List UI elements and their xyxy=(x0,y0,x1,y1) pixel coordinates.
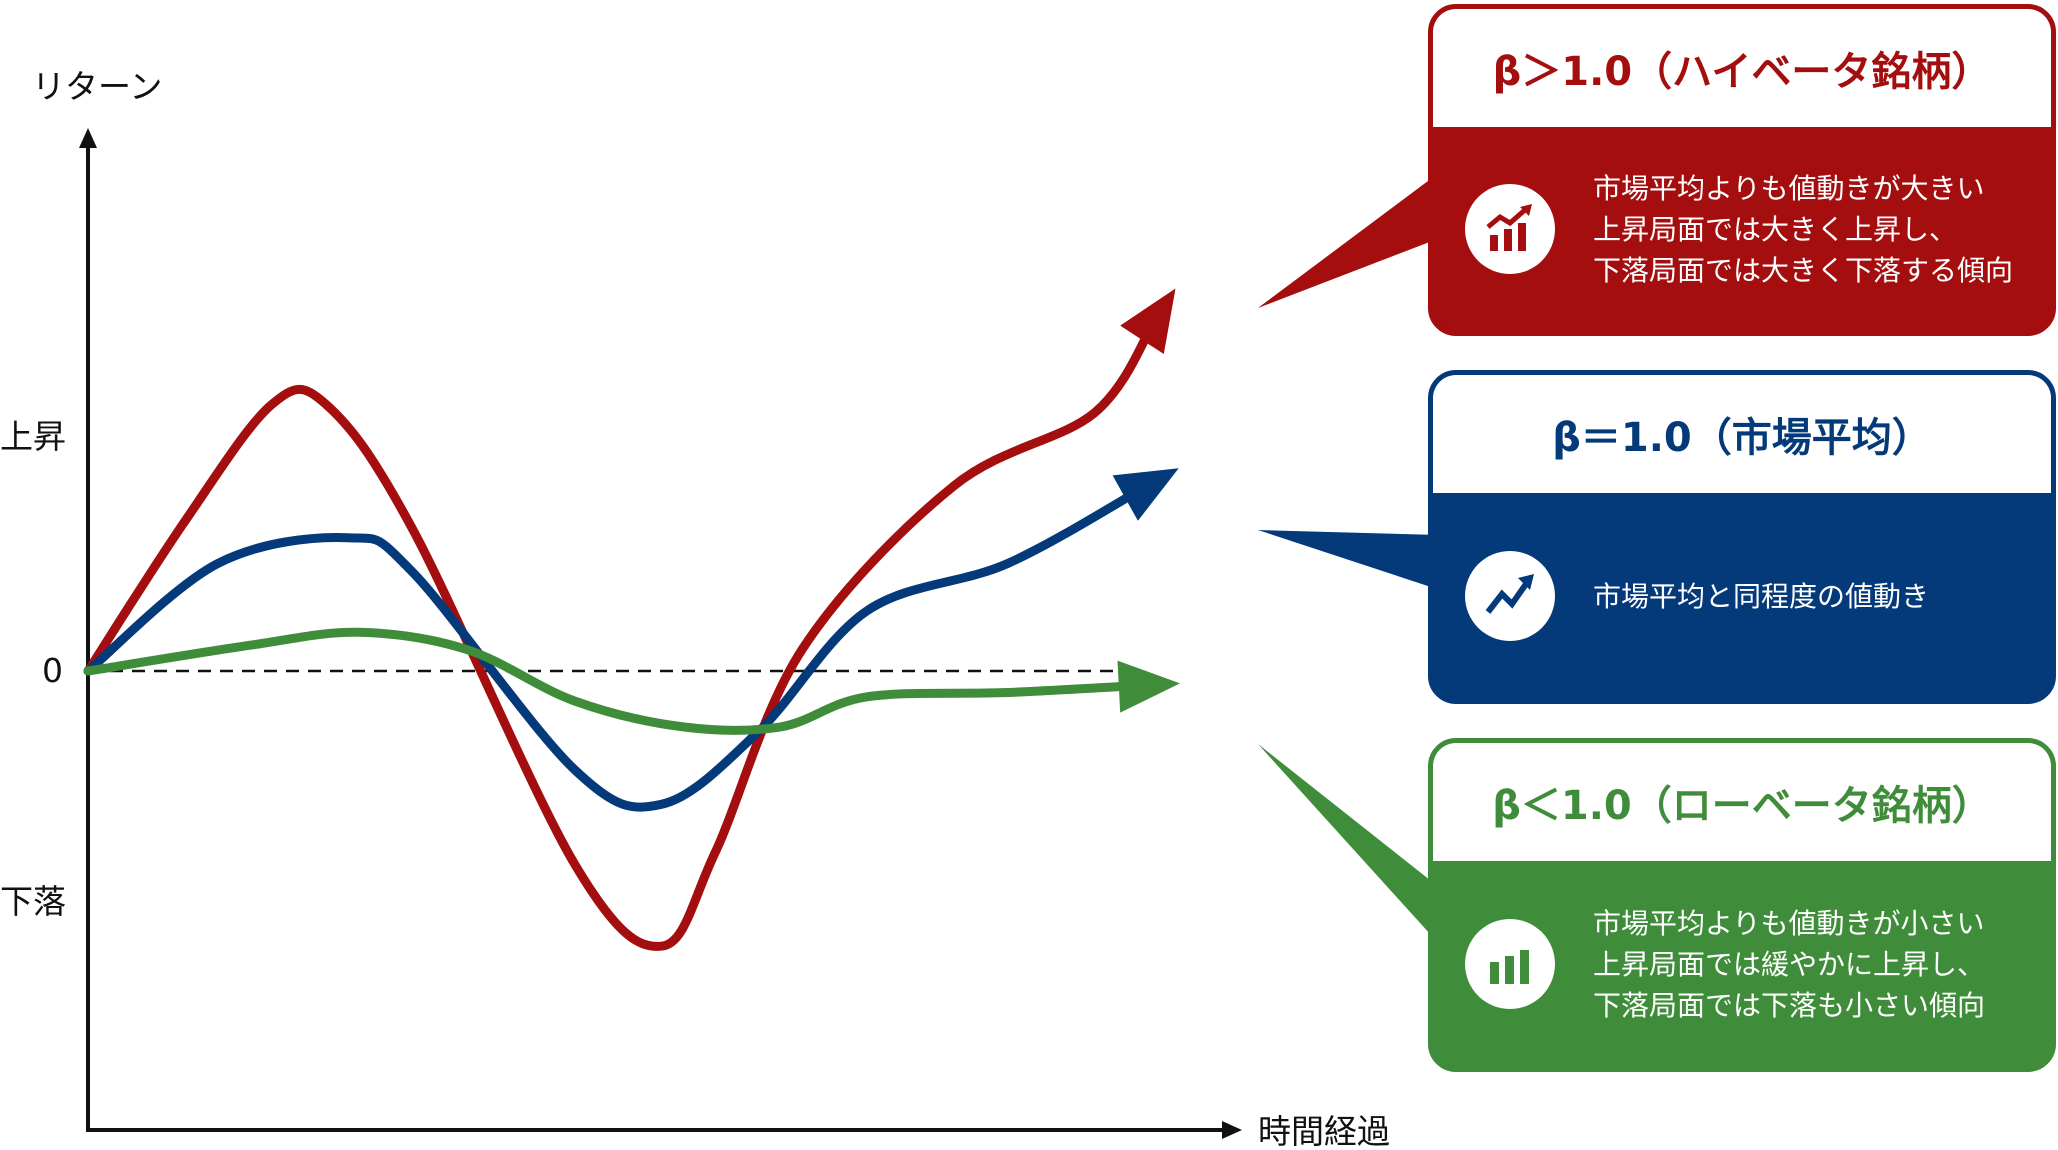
series-line-low-beta xyxy=(83,627,1148,735)
trend-up-icon xyxy=(1465,551,1555,641)
series-line-market-average xyxy=(83,481,1151,812)
description-line: 市場平均よりも値動きが大きい xyxy=(1593,171,1985,205)
series-layer xyxy=(83,288,1180,951)
legend-card-body-avg: 市場平均と同程度の値動き xyxy=(1433,493,2051,699)
legend-card-title-high: β＞1.0（ハイベータ銘柄） xyxy=(1433,9,2051,127)
series-arrowhead-low-beta-icon xyxy=(1117,660,1180,713)
legend-card-low: β＜1.0（ローベータ銘柄） 市場平均よりも値動きが小さい上昇局面では緩やかに上昇… xyxy=(1428,738,2056,1072)
legend-card-body-low: 市場平均よりも値動きが小さい上昇局面では緩やかに上昇し、下落局面では下落も小さい… xyxy=(1433,861,2051,1067)
legend-card-body-high: 市場平均よりも値動きが大きい上昇局面では大きく上昇し、下落局面では大きく下落する… xyxy=(1433,127,2051,331)
y-tick-zero: 0 xyxy=(42,651,63,690)
bar-chart-icon xyxy=(1465,919,1555,1009)
pointer-layer xyxy=(1258,172,1440,945)
callout-pointer-high xyxy=(1258,172,1440,308)
axes: リターン 時間経過 上昇 0 下落 xyxy=(0,67,1390,1150)
legend-card-description-high: 市場平均よりも値動きが大きい上昇局面では大きく上昇し、下落局面では大きく下落する… xyxy=(1593,168,2013,291)
legend-card-high: β＞1.0（ハイベータ銘柄） 市場平均よりも値動きが大きい上昇局面では大きく上昇し… xyxy=(1428,4,2056,336)
x-axis-arrow-icon xyxy=(1222,1121,1242,1139)
callout-pointer-low xyxy=(1258,744,1440,945)
y-axis-label: リターン xyxy=(32,67,162,106)
legend-card-title-low: β＜1.0（ローベータ銘柄） xyxy=(1433,743,2051,861)
series-arrowhead-market-average-icon xyxy=(1112,468,1179,521)
y-tick-down: 下落 xyxy=(0,882,66,921)
y-tick-up: 上昇 xyxy=(0,417,66,456)
callout-pointer-avg xyxy=(1258,530,1440,590)
description-line: 上昇局面では大きく上昇し、 xyxy=(1593,212,1958,246)
x-axis-label: 時間経過 xyxy=(1258,1112,1390,1150)
legend-card-description-avg: 市場平均と同程度の値動き xyxy=(1593,576,1929,617)
series-arrowhead-high-beta-icon xyxy=(1120,288,1176,354)
description-line: 上昇局面では緩やかに上昇し、 xyxy=(1593,947,1986,981)
description-line: 市場平均よりも値動きが小さい xyxy=(1593,906,1985,940)
description-line: 下落局面では大きく下落する傾向 xyxy=(1593,253,2014,287)
bar-chart-rising-icon xyxy=(1465,184,1555,274)
description-line: 市場平均と同程度の値動き xyxy=(1593,579,1930,613)
series-line-high-beta xyxy=(83,315,1160,951)
legend-card-description-low: 市場平均よりも値動きが小さい上昇局面では緩やかに上昇し、下落局面では下落も小さい… xyxy=(1593,903,1985,1026)
description-line: 下落局面では下落も小さい傾向 xyxy=(1593,988,1986,1022)
y-axis-arrow-icon xyxy=(79,128,97,148)
legend-card-avg: β＝1.0（市場平均） 市場平均と同程度の値動き xyxy=(1428,370,2056,704)
legend-card-title-avg: β＝1.0（市場平均） xyxy=(1433,375,2051,493)
